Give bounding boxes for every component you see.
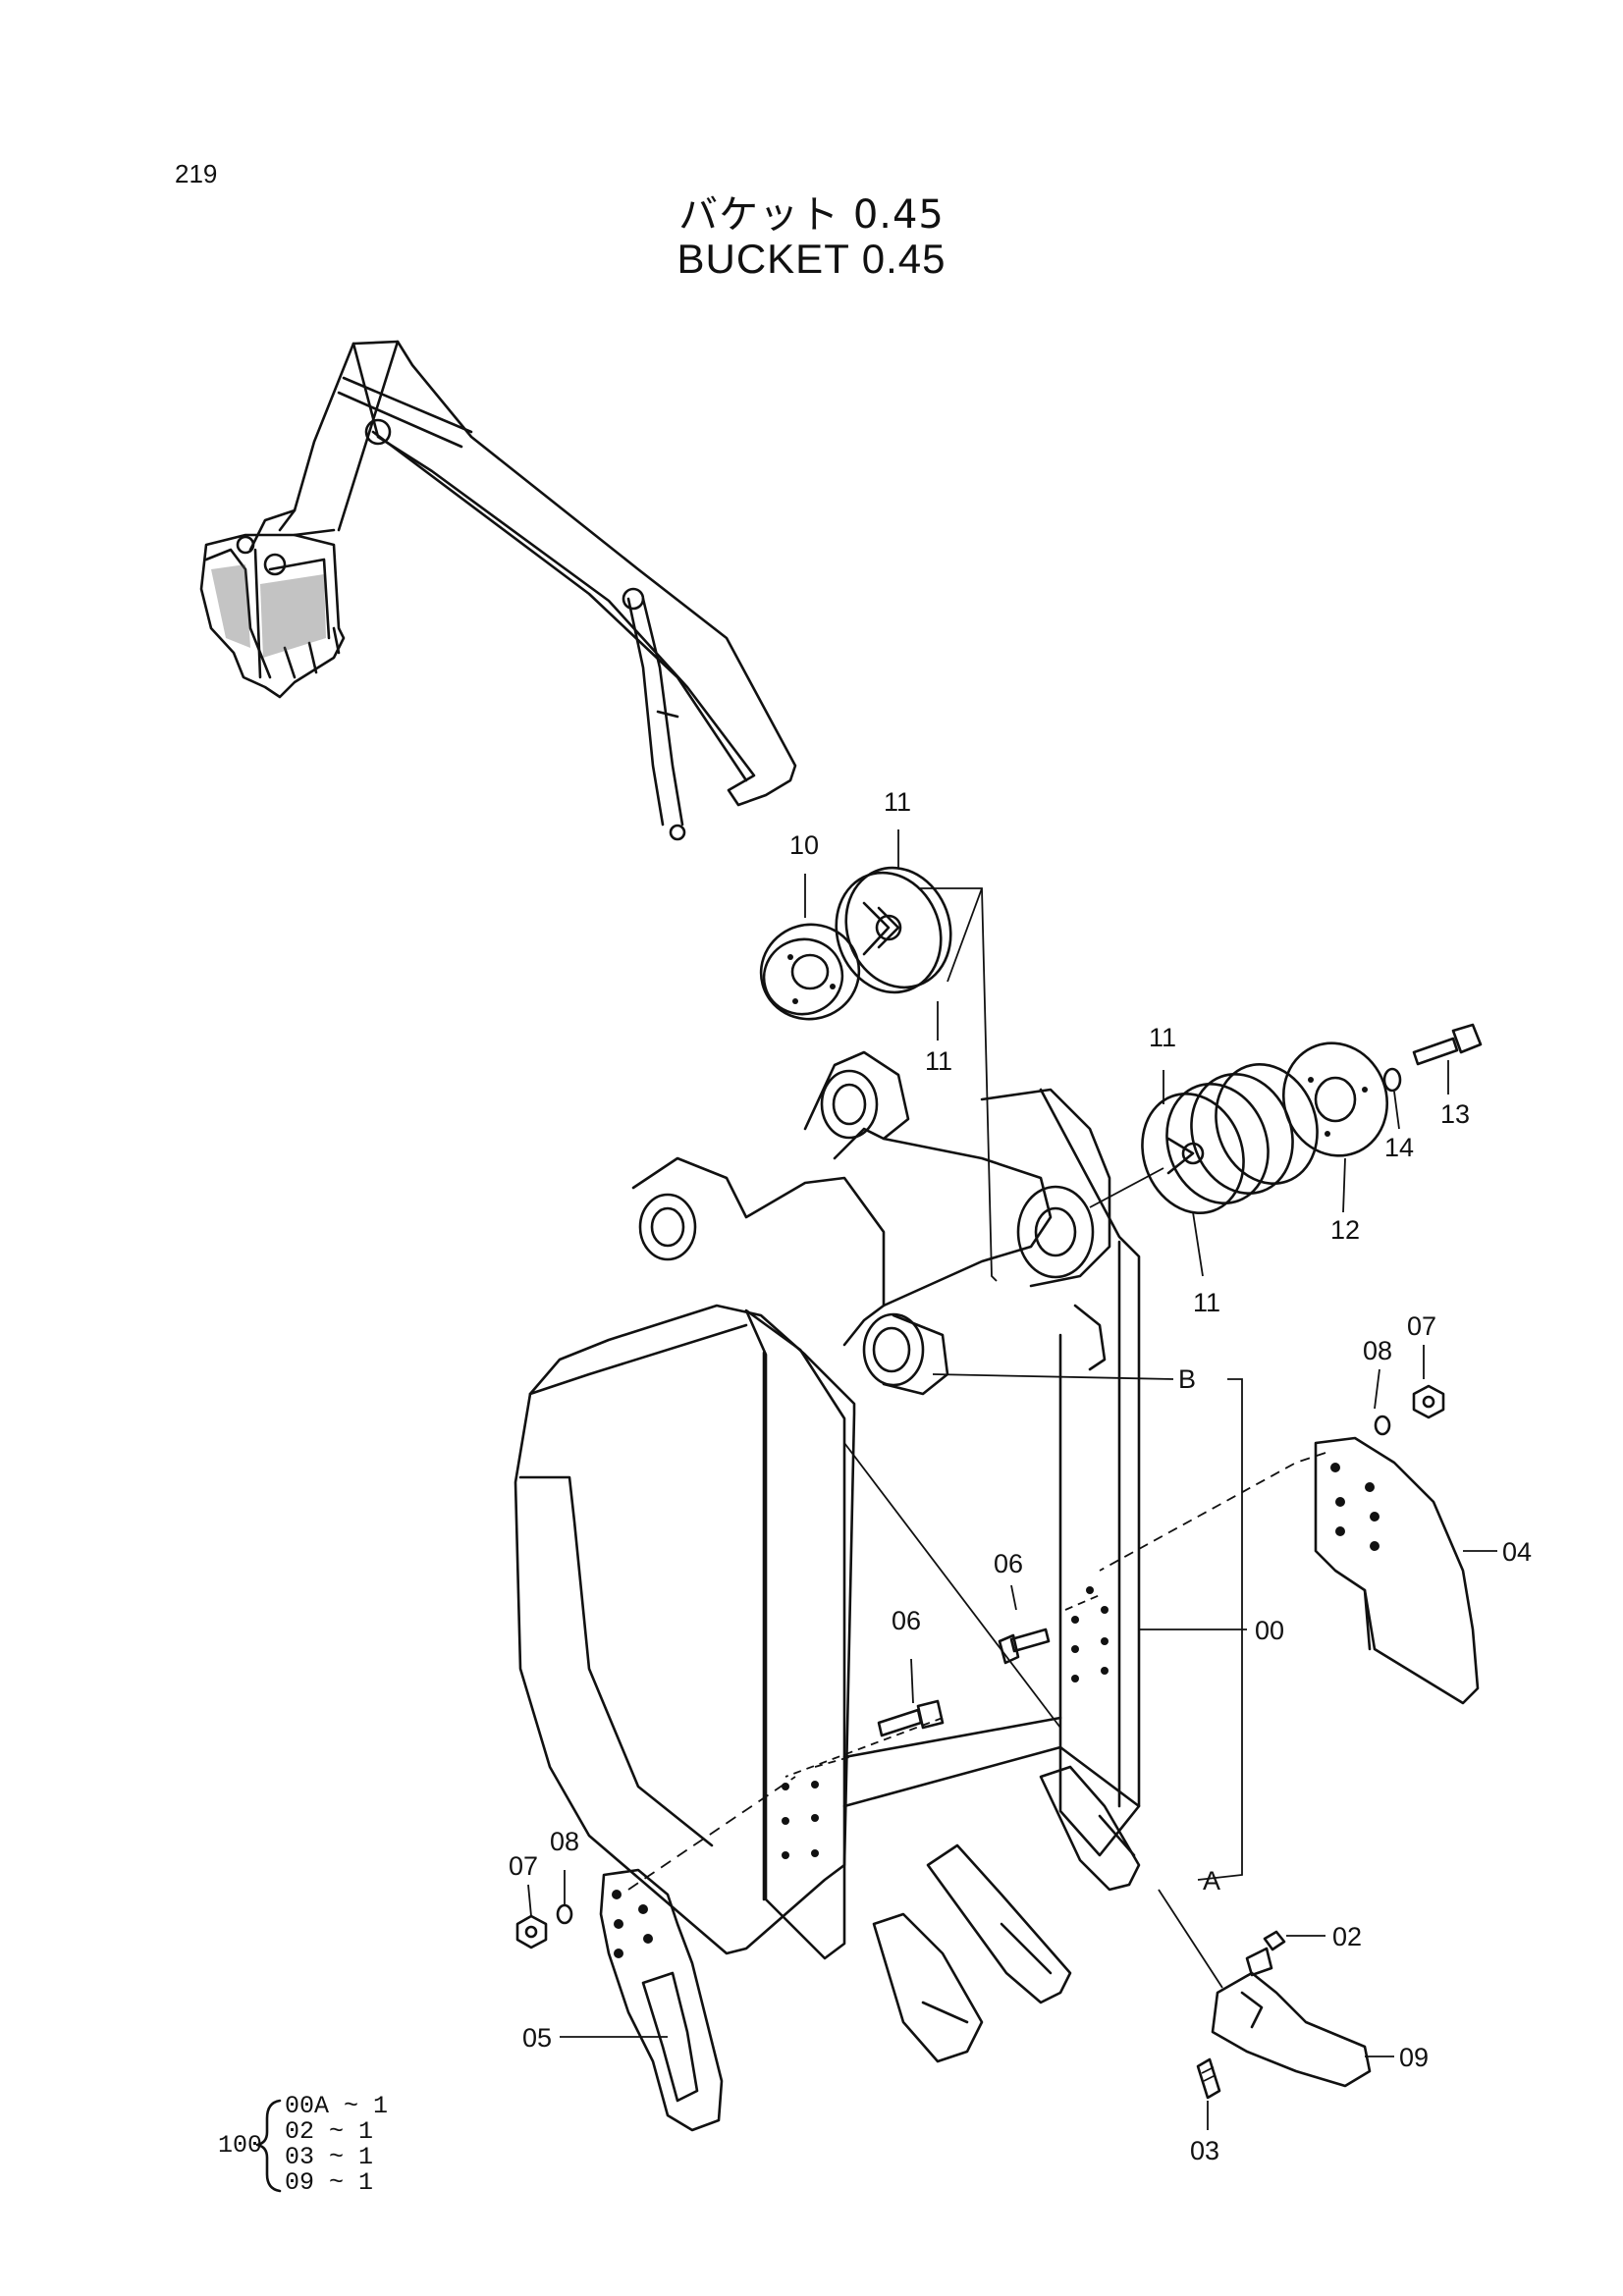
title-english: BUCKET 0.45 (676, 236, 947, 282)
callout-14: 14 (1384, 1133, 1414, 1162)
part-05-side-cutter (599, 1868, 724, 2132)
part-00-bucket-body (514, 1050, 1141, 2063)
part-06-bolt-left (877, 1699, 945, 1737)
part-04-side-cutter (1314, 1436, 1480, 1705)
part-06-bolt-right (998, 1628, 1051, 1665)
part-10-shim-plate (759, 923, 861, 1021)
callout-07-left: 07 (509, 1851, 538, 1881)
callout-07-right: 07 (1407, 1311, 1436, 1341)
part-08-washer-left (556, 1903, 573, 1925)
callout-03: 03 (1190, 2136, 1219, 2165)
callout-08-left: 08 (550, 1827, 579, 1856)
kit-item: 00A ~ 1 (285, 2092, 388, 2120)
callout-10: 10 (789, 830, 819, 860)
kit-item: 02 ~ 1 (285, 2117, 373, 2146)
kit-item: 09 ~ 1 (285, 2168, 373, 2197)
callout-11-below: 11 (925, 1046, 952, 1076)
callout-13: 13 (1440, 1099, 1470, 1129)
kit-number: 100 (218, 2131, 262, 2160)
callout-B: B (1178, 1364, 1196, 1394)
part-09-tooth (1211, 1971, 1372, 2088)
callout-12: 12 (1330, 1215, 1360, 1245)
part-07-nut-right (1412, 1384, 1445, 1419)
callout-08-right: 08 (1363, 1336, 1392, 1365)
kit-list: 100 00A ~ 1 02 ~ 1 03 ~ 1 09 ~ 1 (218, 2092, 388, 2197)
excavator-arm-thumbnail (199, 340, 797, 841)
callout-02: 02 (1332, 1922, 1362, 1951)
part-11-shim-stack-top (835, 866, 952, 994)
leader-lines (527, 829, 1497, 2130)
callout-00: 00 (1255, 1616, 1284, 1645)
callout-04: 04 (1502, 1537, 1532, 1567)
callout-11-right-bottom: 11 (1193, 1288, 1220, 1317)
page-number: 219 (175, 159, 218, 188)
callout-11-top: 11 (884, 787, 911, 817)
part-02-pin (1245, 1930, 1286, 1977)
callout-labels: 10 11 11 11 11 12 13 14 07 08 B 04 06 00… (509, 787, 1532, 2165)
callout-09: 09 (1399, 2043, 1429, 2072)
part-07-nut-left (515, 1914, 548, 1949)
part-12-retainer-plate (1281, 1041, 1389, 1157)
part-14-washer (1382, 1067, 1402, 1093)
part-13-bolt (1412, 1023, 1483, 1066)
callout-05: 05 (522, 2023, 552, 2053)
callout-11-right-top: 11 (1149, 1023, 1176, 1052)
callout-A: A (1203, 1866, 1220, 1896)
callout-06-right: 06 (994, 1549, 1023, 1578)
part-08-washer-right (1374, 1415, 1391, 1436)
callout-06-left: 06 (892, 1606, 921, 1635)
kit-item: 03 ~ 1 (285, 2143, 373, 2171)
title-japanese: バケット 0.45 (678, 192, 945, 238)
part-03-lock (1196, 2057, 1221, 2100)
